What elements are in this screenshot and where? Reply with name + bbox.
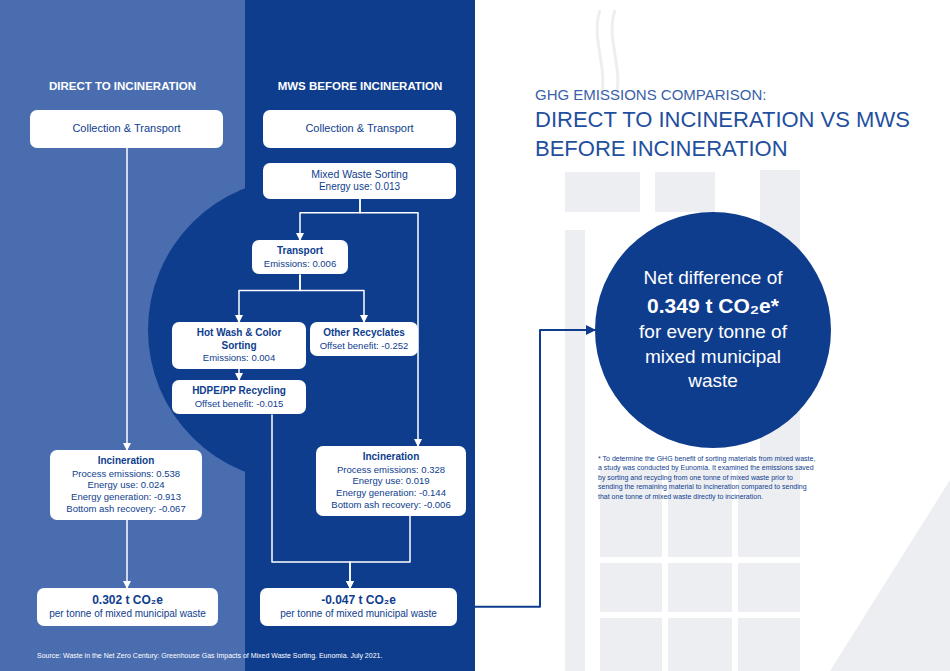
process-box: IncinerationProcess emissions: 0.328Ener… bbox=[316, 446, 466, 516]
process-box: Hot Wash & Color SortingEmissions: 0.004 bbox=[172, 322, 306, 369]
process-box: Mixed Waste SortingEnergy use: 0.013 bbox=[263, 163, 456, 199]
node-text: Energy use: 0.013 bbox=[269, 181, 450, 194]
node-heading: -0.047 t CO₂e bbox=[266, 593, 451, 608]
caption: Source: Waste in the Net Zero Century: G… bbox=[37, 652, 467, 659]
node-heading: 0.302 t CO₂e bbox=[43, 593, 212, 608]
process-box: 0.302 t CO₂eper tonne of mixed municipal… bbox=[37, 588, 218, 626]
column-heading: DIRECT TO INCINERATION bbox=[0, 80, 245, 94]
node-text: Energy use: 0.019 bbox=[322, 475, 460, 487]
subtitle: GHG EMISSIONS COMPARISON: bbox=[535, 86, 915, 104]
flow-arrow bbox=[300, 199, 360, 240]
node-heading: Collection & Transport bbox=[72, 122, 180, 136]
process-box: Collection & Transport bbox=[263, 110, 456, 148]
node-text: Bottom ash recovery: -0.006 bbox=[322, 499, 460, 511]
process-box: Collection & Transport bbox=[30, 110, 223, 148]
building-illustration bbox=[565, 170, 950, 671]
flow-arrow bbox=[239, 274, 300, 322]
title: DIRECT TO INCINERATION VS MWS BEFORE INC… bbox=[535, 106, 925, 163]
flow-arrow bbox=[126, 148, 128, 450]
node-text: 0.349 t CO₂e* bbox=[647, 291, 779, 320]
node-heading: Mixed Waste Sorting bbox=[269, 168, 450, 181]
process-box: -0.047 t CO₂eper tonne of mixed municipa… bbox=[260, 588, 457, 626]
node-text: Process emissions: 0.538 bbox=[56, 468, 196, 480]
node-heading: Incineration bbox=[322, 451, 460, 464]
window-grid bbox=[600, 470, 800, 671]
node-heading: Other Recyclates bbox=[316, 327, 412, 340]
node-heading: HDPE/PP Recycling bbox=[178, 385, 300, 398]
node-text: Energy generation: -0.144 bbox=[322, 487, 460, 499]
footnote: * To determine the GHG benefit of sortin… bbox=[598, 454, 816, 501]
process-box: IncinerationProcess emissions: 0.538Ener… bbox=[50, 450, 202, 520]
node-text: Process emissions: 0.328 bbox=[322, 464, 460, 476]
process-box: HDPE/PP RecyclingOffset benefit: -0.015 bbox=[172, 380, 306, 414]
node-text: Energy generation: -0.913 bbox=[56, 491, 196, 503]
panel-circle bbox=[148, 178, 452, 482]
result-circle: Net difference of0.349 t CO₂e*for every … bbox=[595, 212, 831, 448]
node-heading: Collection & Transport bbox=[305, 122, 413, 136]
flow-arrow bbox=[300, 274, 364, 322]
column-heading: MWS BEFORE INCINERATION bbox=[245, 80, 475, 94]
node-heading: Incineration bbox=[56, 455, 196, 468]
node-text: for every tonne of mixed municipal waste bbox=[625, 320, 801, 394]
node-heading: Hot Wash & Color Sorting bbox=[178, 327, 300, 352]
node-heading: Net difference of bbox=[643, 266, 782, 291]
node-text: Offset benefit: -0.252 bbox=[316, 340, 412, 352]
node-text: Bottom ash recovery: -0.067 bbox=[56, 503, 196, 515]
node-text: Energy use: 0.024 bbox=[56, 479, 196, 491]
flow-arrow bbox=[350, 516, 410, 588]
process-box: Other RecyclatesOffset benefit: -0.252 bbox=[310, 322, 418, 356]
flow-arrow bbox=[238, 369, 240, 380]
node-text: Emissions: 0.004 bbox=[178, 352, 300, 364]
node-text: Emissions: 0.006 bbox=[258, 258, 342, 270]
node-text: per tonne of mixed municipal waste bbox=[43, 608, 212, 621]
node-text: per tonne of mixed municipal waste bbox=[266, 608, 451, 621]
node-text: Offset benefit: -0.015 bbox=[178, 398, 300, 410]
node-heading: Transport bbox=[258, 245, 342, 258]
flow-arrow bbox=[457, 330, 595, 607]
flow-arrow bbox=[126, 520, 128, 588]
process-box: TransportEmissions: 0.006 bbox=[252, 240, 348, 274]
